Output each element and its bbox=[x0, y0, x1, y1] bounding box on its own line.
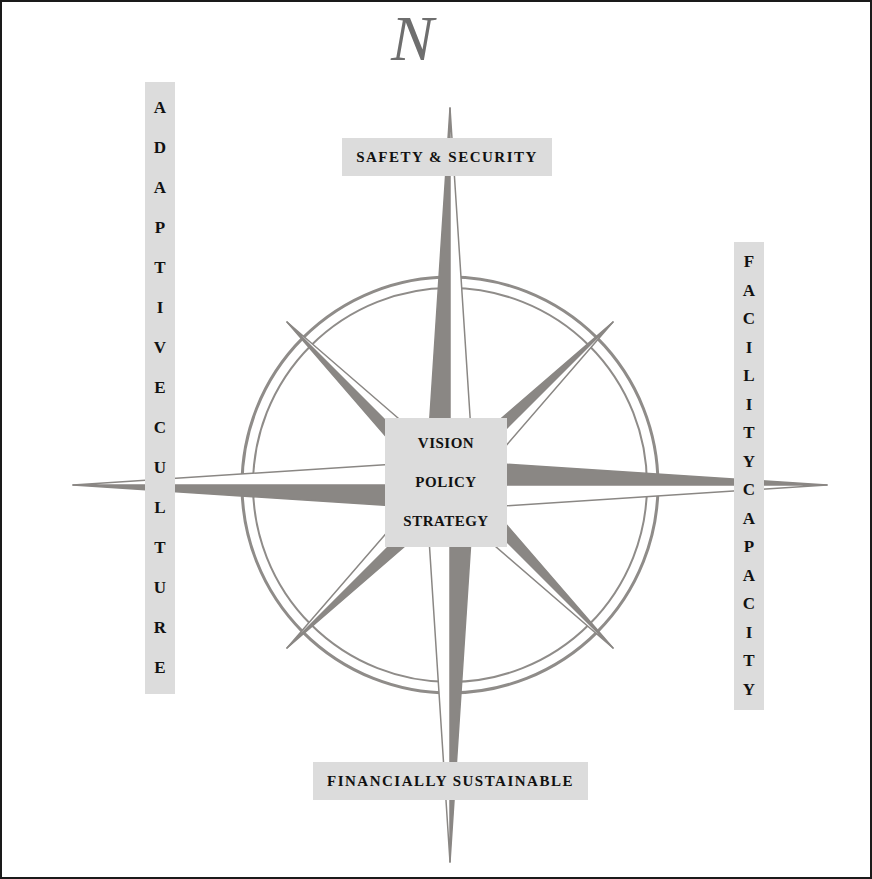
node-text: VISION POLICY STRATEGY bbox=[403, 424, 488, 541]
north-mark: N bbox=[391, 4, 434, 74]
vertical-label-band: FACILITY CAPACITY bbox=[734, 242, 764, 710]
node-text: SAFETY & SECURITY bbox=[356, 147, 538, 167]
node-text: FINANCIALLY SUSTAINABLE bbox=[327, 771, 574, 791]
label-box: SAFETY & SECURITY bbox=[342, 138, 552, 176]
vertical-label-band: ADAPTIVE CULTURE bbox=[145, 82, 175, 694]
node-text: FACILITY CAPACITY bbox=[742, 248, 756, 704]
label-box: VISION POLICY STRATEGY bbox=[385, 418, 507, 547]
label-box: FINANCIALLY SUSTAINABLE bbox=[313, 762, 588, 800]
node-text: ADAPTIVE CULTURE bbox=[153, 88, 167, 688]
